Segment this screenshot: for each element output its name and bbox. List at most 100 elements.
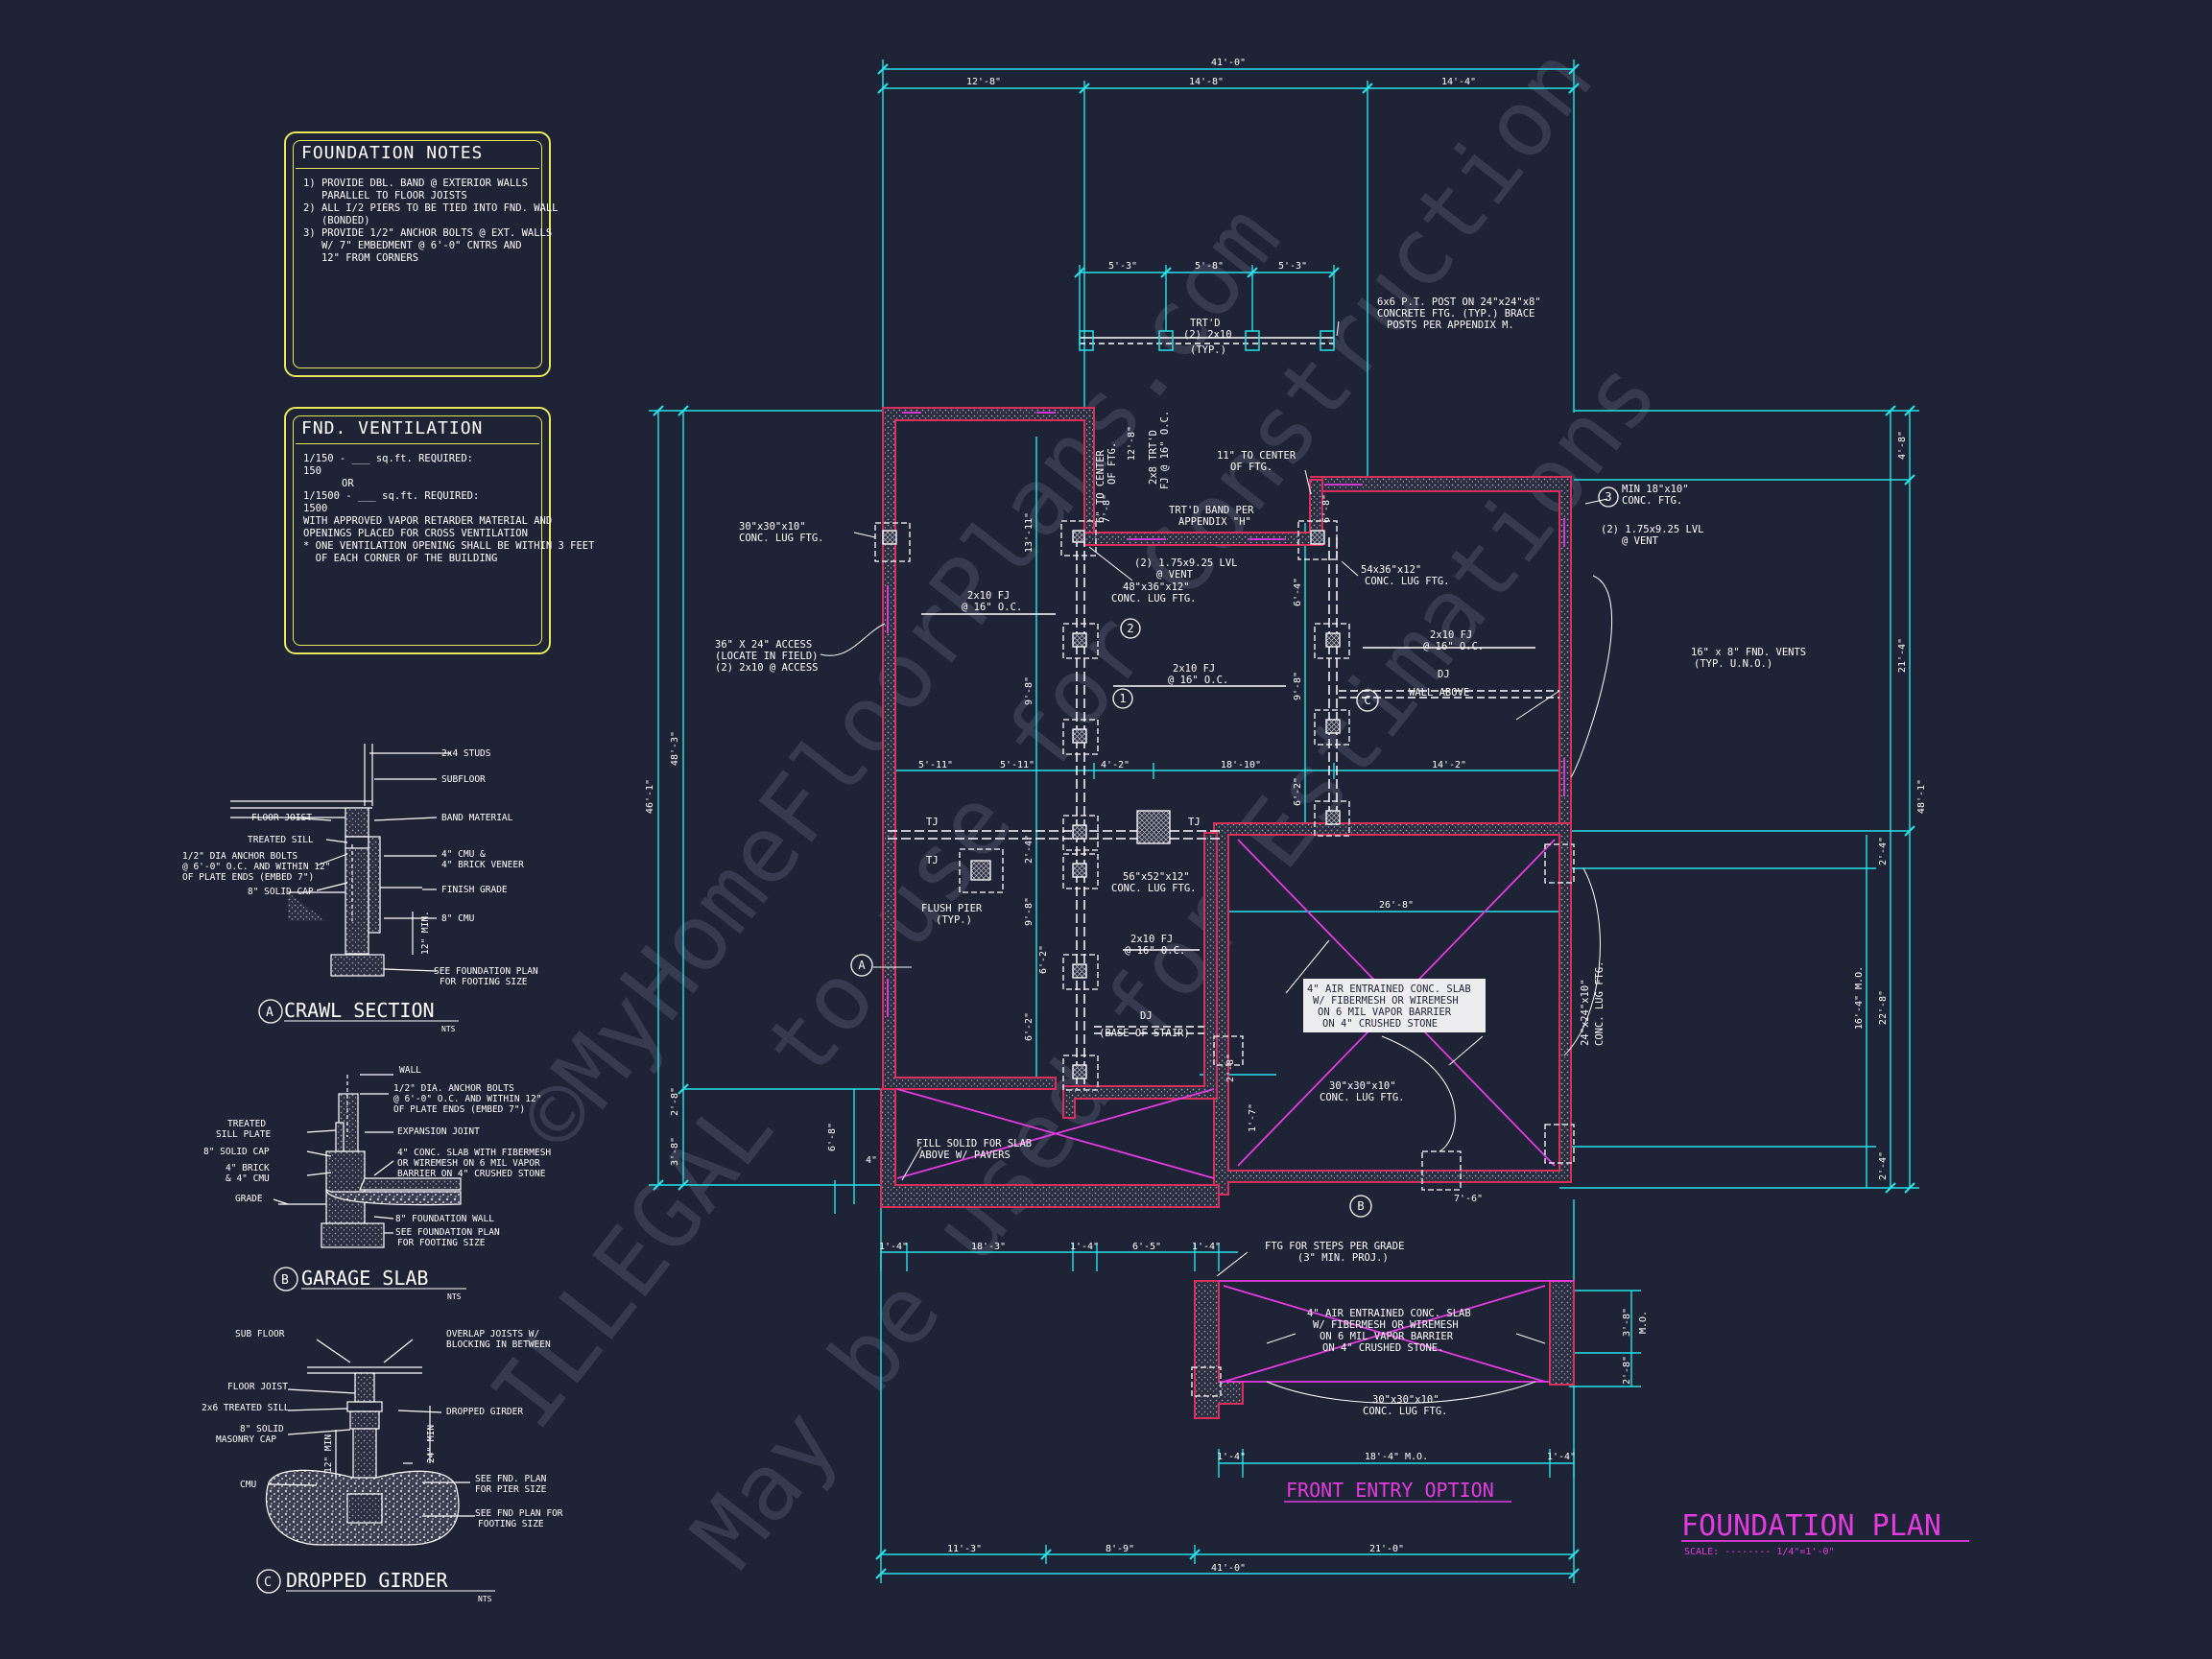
label-fj-2b: @ 16" O.C. [1168,675,1228,686]
girder-label: FLOOR JOIST [227,1382,288,1392]
crawl-title: CRAWL SECTION [284,999,435,1022]
dim-left-overall: 46'-1" [645,779,655,814]
note-line: WITH APPROVED VAPOR RETARDER MATERIAL AN… [303,515,553,527]
girder-scale: NTS [478,1595,492,1603]
label-tj-2: TJ [926,855,939,866]
garage-tag: B [281,1273,289,1288]
garage-label: 4" CONC. SLAB WITH FIBERMESH [397,1148,551,1158]
dim-int-15: 2'-8" [1225,1054,1236,1082]
dim-int-2: 9'-8" [1024,676,1035,705]
wall-stair-notch [1062,832,1218,1119]
label-slab-1: 4" AIR ENTRAINED CONC. SLAB [1307,984,1471,995]
label-center-2b: OF FTG. [1230,462,1272,473]
label-access-2: (LOCATE IN FIELD) [715,651,818,662]
crawl-label: 12" MIN. [420,911,431,955]
label-slab-4: ON 4" CRUSHED STONE [1322,1018,1438,1030]
tag-a: A [858,959,866,972]
wall-front-entry-right [1549,1280,1575,1386]
label-fj-1a: 2x10 FJ [967,590,1010,602]
garage-label: @ 6'-0" O.C. AND WITHIN 12" [393,1094,541,1104]
label-lug-2b: CONC. LUG FTG. [1111,593,1197,604]
dim-entry-v2: 2'-8" [1622,1356,1632,1385]
piers [874,520,1575,1397]
dim-int-1: 13'-11" [1024,512,1035,553]
crawl-label: TREATED SILL [248,835,314,845]
dim-entry-v1: 3'-8" [1622,1308,1632,1337]
label-trtd-fj-1: 2x8 TRT'D [1148,430,1159,485]
garage-label: WALL [399,1065,421,1076]
dim-entry-mo-v: M.O. [1638,1311,1649,1334]
foundation-notes-inner-border [293,140,542,368]
label-post-3: POSTS PER APPENDIX M. [1387,320,1514,331]
girder-label: CMU [240,1480,256,1490]
dim-lower-2: 18'-3" [971,1242,1006,1252]
label-dj-2: WALL ABOVE [1409,687,1469,699]
note-line: OPENINGS PLACED FOR CROSS VENTILATION [303,528,528,539]
tag-3: 3 [1605,490,1611,504]
dim-top-3: 14'-4" [1441,77,1476,87]
label-center-1b: OF FTG. [1106,442,1118,485]
wall-left-bedroom [882,407,1095,1090]
dim-right-7: 2'-4" [1878,1151,1889,1180]
dim-row-2: 5'-11" [1000,760,1035,770]
garage-label: GRADE [235,1194,263,1204]
girder-label: 12" MIN [323,1434,334,1473]
garage-label: SEE FOUNDATION PLAN [395,1227,500,1238]
dim-row-6: 26'-8" [1379,900,1414,911]
dimension-ticks [653,63,1915,1579]
label-dj-1: DJ [1438,669,1450,680]
label-lug-5b: CONC. LUG FTG. [1320,1092,1405,1103]
dim-row-4: 18'-10" [1221,760,1261,770]
dim-right-5: 16'-4" M.O. [1854,966,1865,1030]
front-entry-title: FRONT ENTRY OPTION [1286,1479,1494,1502]
porch-beam [1079,330,1335,351]
crawl-label: FLOOR JOIST [251,813,312,823]
dim-lower-1: 1'-4" [879,1242,908,1252]
label-fill-2: ABOVE W/ PAVERS [919,1149,1011,1161]
note-line: OR [342,478,354,489]
detail-dropped-girder: SUB FLOOR OVERLAP JOISTS W/ BLOCKING IN … [202,1329,563,1603]
label-lvl-1b: @ VENT [1622,535,1659,547]
fnd-ventilation-title: FND. VENTILATION [301,418,484,438]
label-lug-3b: CONC. LUG FTG. [1365,576,1450,587]
garage-label: BARRIER ON 4" CRUSHED STONE [397,1169,546,1179]
label-lug-6a: 24"x24"x10" [1580,979,1591,1046]
girder-label: OVERLAP JOISTS W/ [446,1329,539,1339]
garage-title: GARAGE SLAB [301,1267,428,1290]
dim-top-overall: 41'-0" [1211,58,1246,68]
crawl-label: OF PLATE ENDS (EMBED 7") [182,872,314,883]
garage-label: FOR FOOTING SIZE [397,1238,486,1248]
wall-front-porch [880,1088,1220,1208]
note-line: 1/150 - ___ sq.ft. REQUIRED: [303,453,474,464]
label-slab-3: ON 6 MIL VAPOR BARRIER [1318,1007,1452,1018]
label-post-1: 6x6 P.T. POST ON 24"x24"x8" [1377,296,1541,308]
dim-bottom-2: 8'-9" [1106,1544,1134,1554]
girder-tag: C [264,1576,272,1590]
crawl-label: @ 6'-0" O.C. AND WITHIN 12" [182,862,330,872]
crawl-label: 2x4 STUDS [441,748,491,759]
dim-entry-left: 1'-4" [1217,1452,1246,1462]
label-lvl-1a: (2) 1.75x9.25 LVL [1601,524,1703,535]
garage-label: 8" FOUNDATION WALL [395,1214,494,1224]
crawl-label: SEE FOUNDATION PLAN [434,966,538,977]
girder-title: DROPPED GIRDER [286,1569,449,1592]
plan-annotations: TRT'D (2) 2x10 (TYP.) 6x6 P.T. POST ON 2… [715,296,1806,1417]
label-trtd-2: (2) 2x10 [1183,329,1232,341]
garage-slab-callout-text: 4" AIR ENTRAINED CONC. SLAB W/ FIBERMESH… [1307,984,1471,1030]
fnd-ventilation-divider [296,443,539,444]
dim-int-10: 1'-7" [1248,1103,1258,1132]
dimension-text: 41'-0" 12'-8" 14'-8" 14'-4" 5'-3" 5'-8" … [879,58,1576,1574]
dim-int-7: 6'-4" [1293,578,1303,606]
label-fj-3a: 2x10 FJ [1430,629,1472,641]
label-tj-1: TJ [926,817,939,828]
note-line: PARALLEL TO FLOOR JOISTS [303,190,467,201]
section-tag-labels: A B C 1 2 3 [858,490,1611,1213]
dim-porch-1: 5'-3" [1108,261,1137,272]
wall-right-top [1310,476,1572,834]
label-lug-5a: 30"x30"x10" [1329,1080,1396,1092]
label-band-2: APPENDIX "H" [1178,516,1251,528]
note-line: 1500 [303,503,328,514]
garage-label: & 4" CMU [226,1173,270,1184]
girder-label: FOR PIER SIZE [475,1484,547,1495]
garage-label: TREATED [227,1119,266,1129]
